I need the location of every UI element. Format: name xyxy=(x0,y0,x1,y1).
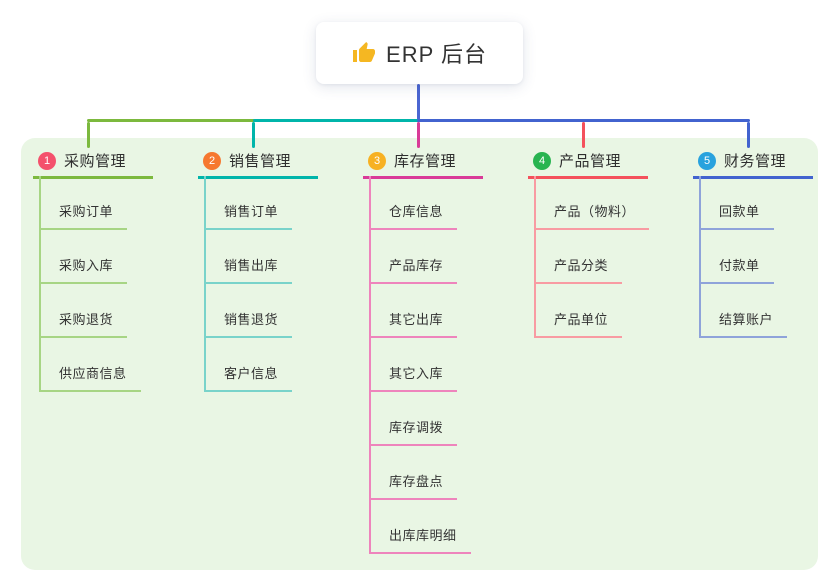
branch-topic-node[interactable]: 1 采购管理 xyxy=(33,148,154,179)
branch-children: 仓库信息产品库存其它出库其它入库库存调拨库存盘点出库库明细 xyxy=(363,176,471,554)
child-topic-title: 库存调拨 xyxy=(389,420,444,435)
root-stem-line xyxy=(417,84,420,120)
child-topic-title: 仓库信息 xyxy=(389,204,444,219)
child-topic-node[interactable]: 结算账户 xyxy=(699,284,788,338)
branch-topic-node[interactable]: 4 产品管理 xyxy=(528,148,649,179)
child-topic-title: 供应商信息 xyxy=(59,366,127,381)
child-topic-title: 采购退货 xyxy=(59,312,114,327)
branch-number-badge: 1 xyxy=(38,151,56,170)
child-topic-node[interactable]: 产品库存 xyxy=(369,230,458,284)
bus-segment-left xyxy=(87,119,255,122)
branch-children: 销售订单销售出库销售退货客户信息 xyxy=(198,176,293,392)
branch-topic-node[interactable]: 2 销售管理 xyxy=(198,148,319,179)
branch-topic-title: 财务管理 xyxy=(724,153,787,170)
child-topic-node[interactable]: 其它出库 xyxy=(369,284,458,338)
child-topic-node[interactable]: 产品（物料） xyxy=(534,176,650,230)
child-topic-title: 采购入库 xyxy=(59,258,114,273)
root-topic-title: ERP 后台 xyxy=(386,42,487,67)
child-topic-node[interactable]: 产品单位 xyxy=(534,284,623,338)
child-topic-node[interactable]: 销售订单 xyxy=(204,176,293,230)
branch-topic-title: 库存管理 xyxy=(394,153,457,170)
child-topic-node[interactable]: 其它入库 xyxy=(369,338,458,392)
child-topic-node[interactable]: 客户信息 xyxy=(204,338,293,392)
child-topic-title: 采购订单 xyxy=(59,204,114,219)
thumbs-up-icon xyxy=(353,42,376,62)
child-topic-title: 销售订单 xyxy=(224,204,279,219)
child-topic-title: 结算账户 xyxy=(719,312,774,327)
branch-trunk-line xyxy=(204,176,206,392)
child-topic-title: 销售退货 xyxy=(224,312,279,327)
branch-drop-line xyxy=(417,122,420,148)
child-topic-node[interactable]: 产品分类 xyxy=(534,230,623,284)
child-topic-title: 客户信息 xyxy=(224,366,279,381)
child-topic-node[interactable]: 仓库信息 xyxy=(369,176,458,230)
branch-topic-node[interactable]: 3 库存管理 xyxy=(363,148,484,179)
branch-column-2: 2 销售管理 销售订单销售出库销售退货客户信息 xyxy=(198,148,368,392)
bus-segment-right xyxy=(417,119,750,122)
branch-children: 采购订单采购入库采购退货供应商信息 xyxy=(33,176,141,392)
bus-segment-middle xyxy=(253,119,419,122)
branch-drop-line xyxy=(87,122,90,148)
branch-topic-title: 产品管理 xyxy=(559,153,622,170)
branch-number-badge: 5 xyxy=(698,151,716,170)
child-topic-title: 其它出库 xyxy=(389,312,444,327)
branch-column-1: 1 采购管理 采购订单采购入库采购退货供应商信息 xyxy=(33,148,203,392)
child-topic-node[interactable]: 采购入库 xyxy=(39,230,128,284)
root-topic-node[interactable]: ERP 后台 xyxy=(316,22,523,84)
child-topic-title: 其它入库 xyxy=(389,366,444,381)
child-topic-title: 产品（物料） xyxy=(554,204,636,219)
branch-number-badge: 4 xyxy=(533,151,551,170)
branch-trunk-line xyxy=(39,176,41,392)
child-topic-title: 回款单 xyxy=(719,204,760,219)
branch-column-4: 4 产品管理 产品（物料） 产品分类产品单位 xyxy=(528,148,698,338)
branch-number-badge: 2 xyxy=(203,151,221,170)
child-topic-title: 出库库明细 xyxy=(389,528,457,543)
branch-drop-line xyxy=(582,122,585,148)
child-topic-title: 产品单位 xyxy=(554,312,609,327)
child-topic-title: 付款单 xyxy=(719,258,760,273)
branch-number-badge: 3 xyxy=(368,151,386,170)
child-topic-node[interactable]: 销售出库 xyxy=(204,230,293,284)
branch-trunk-line xyxy=(369,176,371,554)
child-topic-node[interactable]: 付款单 xyxy=(699,230,774,284)
child-topic-node[interactable]: 供应商信息 xyxy=(39,338,141,392)
branch-trunk-line xyxy=(534,176,536,338)
child-topic-title: 销售出库 xyxy=(224,258,279,273)
branch-topic-node[interactable]: 5 财务管理 xyxy=(693,148,814,179)
child-topic-title: 产品分类 xyxy=(554,258,609,273)
child-topic-title: 产品库存 xyxy=(389,258,444,273)
branch-topic-title: 销售管理 xyxy=(229,153,292,170)
branch-drop-line xyxy=(747,122,750,148)
branch-drop-line xyxy=(252,122,255,148)
child-topic-title: 库存盘点 xyxy=(389,474,444,489)
child-topic-node[interactable]: 库存盘点 xyxy=(369,446,458,500)
branch-children: 回款单付款单结算账户 xyxy=(693,176,788,338)
branch-trunk-line xyxy=(699,176,701,338)
child-topic-node[interactable]: 出库库明细 xyxy=(369,500,471,554)
branch-column-5: 5 财务管理 回款单付款单结算账户 xyxy=(693,148,839,338)
child-topic-node[interactable]: 库存调拨 xyxy=(369,392,458,446)
branch-topic-title: 采购管理 xyxy=(64,153,127,170)
child-topic-node[interactable]: 采购订单 xyxy=(39,176,128,230)
child-topic-node[interactable]: 采购退货 xyxy=(39,284,128,338)
child-topic-node[interactable]: 回款单 xyxy=(699,176,774,230)
branch-column-3: 3 库存管理 仓库信息产品库存其它出库其它入库库存调拨库存盘点出库库明细 xyxy=(363,148,533,554)
branch-children: 产品（物料） 产品分类产品单位 xyxy=(528,176,650,338)
child-topic-node[interactable]: 销售退货 xyxy=(204,284,293,338)
